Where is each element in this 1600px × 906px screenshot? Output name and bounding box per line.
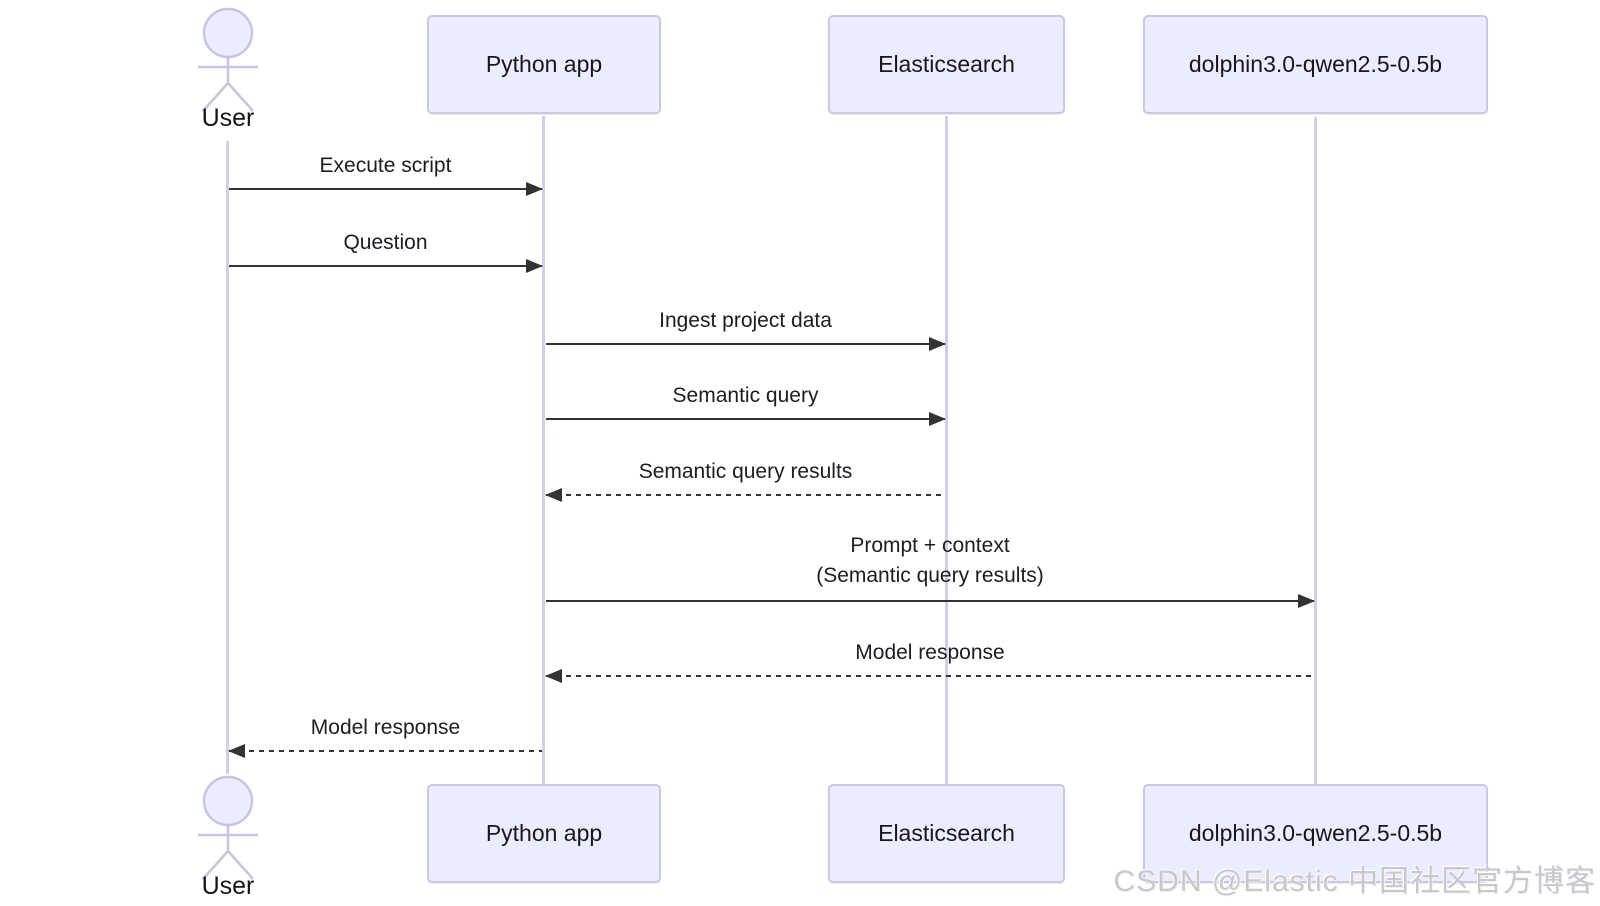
participant-python-app-top: Python app bbox=[427, 15, 661, 114]
message-question: Question bbox=[229, 223, 543, 273]
message-label: Semantic query results bbox=[638, 460, 853, 483]
message-label: Execute script bbox=[319, 154, 452, 177]
message-label: Model response bbox=[310, 716, 461, 739]
arrowhead-right-icon bbox=[929, 412, 946, 426]
arrowhead-right-icon bbox=[526, 182, 543, 196]
arrowhead-left-icon bbox=[545, 488, 562, 502]
participant-elasticsearch-bottom: Elasticsearch bbox=[828, 784, 1065, 883]
message-label-line1: Prompt + context bbox=[850, 534, 1010, 557]
user-actor-icon bbox=[198, 7, 258, 112]
lifeline-user bbox=[226, 141, 229, 774]
user-actor-label-bottom: User bbox=[201, 872, 255, 900]
message-line bbox=[229, 187, 542, 190]
lifeline-model bbox=[1314, 117, 1317, 784]
message-ingest-project-data: Ingest project data bbox=[546, 301, 946, 351]
message-line bbox=[546, 493, 945, 496]
message-line bbox=[229, 264, 542, 267]
message-execute-script: Execute script bbox=[229, 146, 543, 196]
arrowhead-right-icon bbox=[526, 259, 543, 273]
arrowhead-right-icon bbox=[929, 337, 946, 351]
message-label: Prompt + context (Semantic query results… bbox=[546, 531, 1314, 591]
participant-model-top: dolphin3.0-qwen2.5-0.5b bbox=[1143, 15, 1488, 114]
message-label: Question bbox=[343, 231, 428, 254]
message-model-response-to-user: Model response bbox=[228, 708, 542, 758]
message-semantic-query-results: Semantic query results bbox=[545, 452, 945, 502]
participant-elasticsearch-top: Elasticsearch bbox=[828, 15, 1065, 114]
participant-python-app-bottom: Python app bbox=[427, 784, 661, 883]
user-actor-label-top: User bbox=[201, 104, 255, 132]
watermark: CSDN @Elastic 中国社区官方博客 bbox=[1113, 865, 1596, 898]
message-line bbox=[546, 417, 945, 420]
message-label: Semantic query bbox=[672, 384, 819, 407]
message-model-response: Model response bbox=[545, 633, 1314, 683]
message-line bbox=[229, 749, 542, 752]
message-label: Model response bbox=[855, 641, 1005, 664]
user-actor-icon bbox=[198, 775, 258, 880]
message-label: Ingest project data bbox=[659, 309, 832, 332]
message-line bbox=[546, 674, 1314, 677]
lifeline-elasticsearch bbox=[945, 116, 948, 784]
lifeline-python-app bbox=[542, 116, 545, 784]
arrowhead-left-icon bbox=[228, 744, 245, 758]
message-line bbox=[546, 342, 945, 345]
message-prompt-context: Prompt + context (Semantic query results… bbox=[546, 526, 1315, 608]
message-label-line2: (Semantic query results) bbox=[816, 564, 1044, 587]
message-line bbox=[546, 599, 1314, 602]
participant-model-bottom: dolphin3.0-qwen2.5-0.5b bbox=[1143, 784, 1488, 883]
arrowhead-right-icon bbox=[1298, 594, 1315, 608]
arrowhead-left-icon bbox=[545, 669, 562, 683]
message-semantic-query: Semantic query bbox=[546, 376, 946, 426]
